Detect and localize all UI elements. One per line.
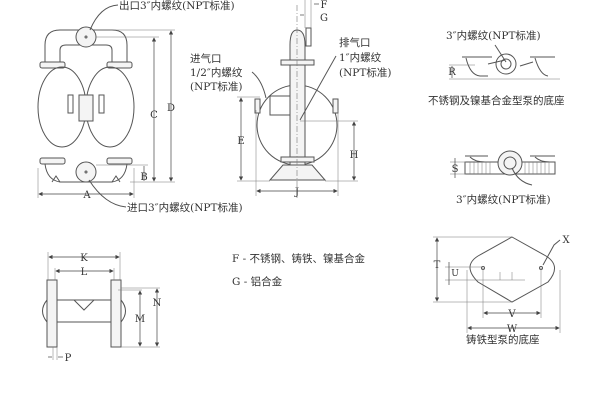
exhaust-label-1: 排气口 bbox=[339, 36, 371, 49]
dim-T: T bbox=[434, 260, 441, 271]
dim-J: J bbox=[294, 187, 299, 198]
front-view: 出口3″内螺纹(NPT标准) 进口3″内螺纹(NPT标准) D C B A bbox=[37, 0, 243, 214]
ss-base-caption: 不锈钢及镍基合金型泵的底座 bbox=[428, 94, 565, 107]
outlet-label: 出口3″内螺纹(NPT标准) bbox=[119, 0, 235, 12]
material-legend: F - 不锈钢、铸铁、镍基合金 G - 铝合金 bbox=[232, 252, 366, 288]
cast-iron-base-view: T U V W X 铸铁型泵的底座 bbox=[433, 235, 570, 346]
top-view: K L M N P bbox=[42, 252, 162, 364]
dim-U: U bbox=[451, 269, 459, 279]
cast-iron-base-caption: 铸铁型泵的底座 bbox=[466, 333, 540, 346]
dim-D: D bbox=[167, 103, 175, 114]
dim-V: V bbox=[507, 309, 516, 320]
dim-X: X bbox=[562, 235, 570, 246]
dim-E: E bbox=[237, 136, 244, 147]
dim-A: A bbox=[82, 190, 91, 201]
dim-C: C bbox=[150, 110, 158, 121]
flat-base-view: S 3″内螺纹(NPT标准) bbox=[450, 150, 556, 206]
side-view: F G 进气口 1/2″内螺纹 (NPT标准) 排气口 1″内螺纹 (NPT标准… bbox=[190, 0, 391, 200]
air-inlet-label-1: 进气口 bbox=[190, 52, 222, 65]
legend-G: G - 铝合金 bbox=[232, 275, 283, 288]
dim-N: N bbox=[153, 298, 162, 309]
dim-P: P bbox=[65, 353, 72, 364]
dim-H: H bbox=[350, 150, 359, 161]
dim-R: R bbox=[448, 67, 456, 78]
air-inlet-label-3: (NPT标准) bbox=[190, 81, 242, 93]
dim-B: B bbox=[140, 172, 147, 183]
exhaust-label-2: 1″内螺纹 bbox=[339, 51, 382, 64]
dim-M: M bbox=[135, 314, 145, 325]
stainless-base-view: 3″内螺纹(NPT标准) R 不锈钢及镍基合金型泵的底座 bbox=[428, 29, 565, 107]
dim-F: F bbox=[321, 0, 328, 11]
ss-port-label: 3″内螺纹(NPT标准) bbox=[446, 29, 541, 42]
dim-K: K bbox=[80, 253, 88, 264]
dim-S: S bbox=[452, 164, 459, 175]
legend-F: F - 不锈钢、铸铁、镍基合金 bbox=[232, 252, 366, 265]
flat-base-port-label: 3″内螺纹(NPT标准) bbox=[456, 193, 551, 206]
dim-G: G bbox=[320, 13, 328, 24]
inlet-port bbox=[75, 161, 97, 183]
outlet-port bbox=[75, 26, 97, 48]
air-inlet-label-2: 1/2″内螺纹 bbox=[190, 66, 243, 79]
inlet-label: 进口3″内螺纹(NPT标准) bbox=[127, 201, 243, 214]
exhaust-label-3: (NPT标准) bbox=[339, 67, 391, 79]
dim-L: L bbox=[81, 267, 88, 278]
dim-W: W bbox=[507, 324, 518, 335]
